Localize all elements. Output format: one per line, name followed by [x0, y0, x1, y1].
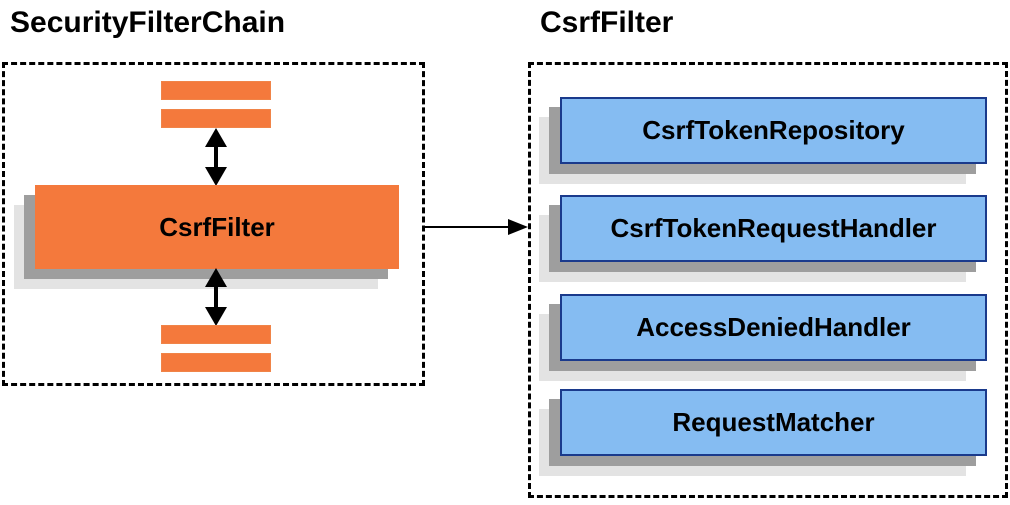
component-box-access-denied-handler: AccessDeniedHandler	[560, 294, 987, 361]
component-box-request-matcher: RequestMatcher	[560, 389, 987, 456]
component-box-label: CsrfTokenRequestHandler	[610, 213, 937, 243]
component-box-csrf-token-repository: CsrfTokenRepository	[560, 97, 987, 164]
security-filter-chain-title: SecurityFilterChain	[10, 6, 286, 39]
up-down-arrow-icon	[202, 128, 230, 186]
component-box-label: AccessDeniedHandler	[636, 312, 911, 342]
csrf-filter-title: CsrfFilter	[540, 6, 674, 39]
filter-placeholder-bar	[161, 353, 271, 372]
up-down-arrow-icon	[202, 268, 230, 326]
csrf-filter-box-label: CsrfFilter	[159, 211, 275, 242]
component-box-csrf-token-request-handler: CsrfTokenRequestHandler	[560, 195, 987, 262]
filter-placeholder-bar	[161, 325, 271, 344]
filter-placeholder-bar	[161, 109, 271, 128]
filter-placeholder-bar	[161, 81, 271, 100]
component-box-label: RequestMatcher	[672, 407, 875, 437]
security-filter-chain-group: CsrfFilter	[2, 62, 425, 386]
csrf-filter-box: CsrfFilter	[35, 185, 399, 269]
component-box-label: CsrfTokenRepository	[642, 115, 905, 145]
csrf-filter-group	[528, 62, 1008, 498]
flow-arrow-icon	[424, 215, 528, 239]
